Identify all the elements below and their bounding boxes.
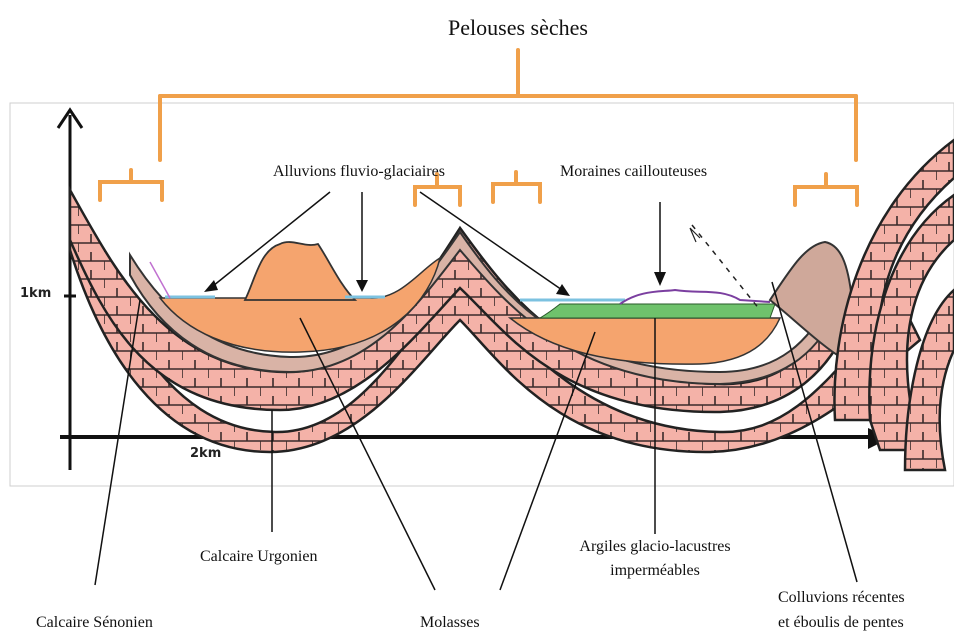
- label-moraines: Moraines caillouteuses: [560, 162, 707, 182]
- label-argiles-line1: Argiles glacio-lacustres: [555, 537, 755, 557]
- label-colluvions-line1: Colluvions récentes: [778, 588, 905, 608]
- label-colluvions-line2: et éboulis de pentes: [778, 613, 904, 633]
- x-tick-label: 2km: [190, 446, 221, 461]
- label-molasses: Molasses: [420, 613, 480, 633]
- y-tick-label: 1km: [20, 286, 51, 301]
- label-argiles-line2: imperméables: [555, 561, 755, 581]
- argiles-layer: [540, 304, 775, 318]
- label-calcaire-senonien: Calcaire Sénonien: [36, 613, 153, 633]
- title: Pelouses sèches: [378, 14, 658, 42]
- label-alluvions: Alluvions fluvio-glaciaires: [273, 162, 445, 182]
- label-calcaire-urgonien: Calcaire Urgonien: [200, 547, 317, 567]
